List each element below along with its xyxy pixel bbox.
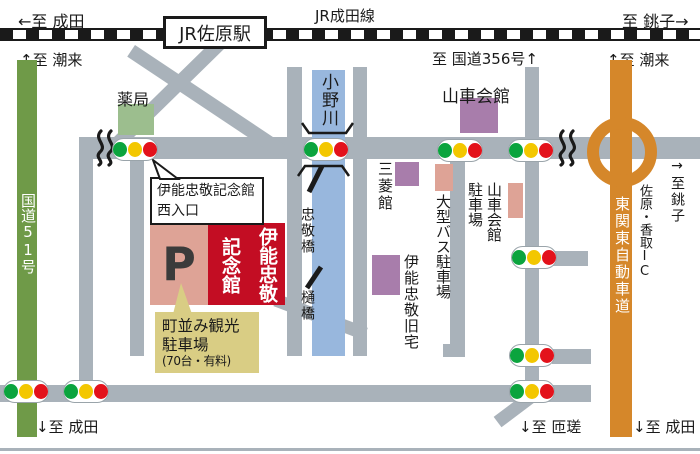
road-entrance-vertical xyxy=(130,158,144,356)
route51-label: 国道51号 xyxy=(19,193,37,274)
road-center-stub xyxy=(443,344,465,357)
town-parking-box: 町並み観光 駐車場 (70台・有料) xyxy=(155,312,259,373)
to-choshi-east-label: →至銚子 xyxy=(669,158,685,224)
red-lamp xyxy=(540,348,554,363)
dashi-parking-box xyxy=(508,183,523,218)
route51-road xyxy=(17,60,37,437)
old-residence-label: 伊能忠敬旧宅 xyxy=(402,254,420,350)
bus-parking-box xyxy=(435,164,453,191)
parking-p-mark: P xyxy=(162,237,196,291)
rail-west-label: ←至 成田 xyxy=(18,12,85,31)
green-lamp xyxy=(509,143,523,158)
old-residence-box xyxy=(372,255,400,295)
traffic-light-icon xyxy=(437,139,483,162)
green-lamp xyxy=(438,143,452,158)
traffic-light-icon xyxy=(511,246,557,269)
red-lamp xyxy=(540,384,554,399)
green-lamp xyxy=(510,384,524,399)
ino-tadataka-museum-box: 伊能忠敬 記念館 xyxy=(208,223,285,305)
green-lamp xyxy=(510,348,524,363)
pharmacy-label: 薬局 xyxy=(117,90,150,109)
traffic-light-icon xyxy=(112,138,158,161)
rail-line-label: JR成田線 xyxy=(315,7,375,25)
yellow-lamp xyxy=(128,142,142,157)
museum-name-col1: 伊能忠敬 xyxy=(256,227,278,303)
highway-label: 東関東自動車道 xyxy=(613,196,631,315)
red-lamp xyxy=(542,250,556,265)
pharmacy-box xyxy=(118,104,154,135)
traffic-light-icon xyxy=(509,380,555,403)
red-lamp xyxy=(94,384,108,399)
west-entrance-line2: 西入口 xyxy=(157,203,199,220)
route51-south-label: ↓至 成田 xyxy=(36,418,99,436)
yellow-lamp xyxy=(525,384,539,399)
town-parking-line2: 駐車場 xyxy=(162,335,209,354)
green-lamp xyxy=(113,142,127,157)
green-lamp xyxy=(304,142,318,157)
road-riverbank-east xyxy=(353,67,367,356)
interchange-ring-icon xyxy=(587,117,657,187)
traffic-light-icon xyxy=(508,139,554,162)
onogawa-river xyxy=(312,70,345,356)
green-lamp xyxy=(512,250,526,265)
dashi-hall-box xyxy=(460,98,498,133)
dashi-parking-line2: 駐車場 xyxy=(466,182,484,227)
red-lamp xyxy=(539,143,553,158)
yellow-lamp xyxy=(19,384,33,399)
dashi-hall-label: 山車会館 xyxy=(442,87,510,107)
traffic-light-icon xyxy=(3,380,49,403)
green-lamp xyxy=(64,384,78,399)
traffic-light-icon xyxy=(509,344,555,367)
yellow-lamp xyxy=(453,143,467,158)
traffic-light-icon xyxy=(63,380,109,403)
road-east-stub-lower xyxy=(552,349,591,364)
bottom-frame-line xyxy=(0,448,700,451)
route356-label: 至 国道356号↑ xyxy=(432,50,538,68)
station-name: JR佐原駅 xyxy=(179,23,251,45)
interchange-label: 佐原・香取IC xyxy=(637,184,652,279)
town-parking-line1: 町並み観光 xyxy=(162,317,240,335)
museum-name-col2: 記念館 xyxy=(219,236,241,294)
dashi-parking-label: 山車会館 駐車場 xyxy=(465,182,503,242)
mitsubishi-hall-label: 三菱館 xyxy=(376,161,394,212)
sosa-south-label: ↓至 匝瑳 xyxy=(519,418,582,436)
mitsubishi-hall-box xyxy=(395,162,419,186)
sawara-station-box: JR佐原駅 xyxy=(163,16,267,49)
rail-east-label: 至 銚子→ xyxy=(622,12,689,31)
road-riverbank-west xyxy=(287,67,302,356)
toyohashi-bridge-label: 樋橋 xyxy=(299,290,315,322)
chukei-bridge-label: 忠敬橋 xyxy=(299,207,315,255)
yellow-lamp xyxy=(525,348,539,363)
green-lamp xyxy=(4,384,18,399)
red-lamp xyxy=(334,142,348,157)
road-center-vertical xyxy=(450,158,465,356)
bus-parking-label: 大型バス駐車場 xyxy=(434,194,452,299)
yellow-lamp xyxy=(524,143,538,158)
dashi-parking-line1: 山車会館 xyxy=(485,182,503,242)
west-entrance-line1: 伊能忠敬記念館 xyxy=(157,183,255,199)
red-lamp xyxy=(143,142,157,157)
town-parking-line3: (70台・有料) xyxy=(162,354,231,369)
traffic-light-icon xyxy=(303,138,349,161)
yellow-lamp xyxy=(527,250,541,265)
red-lamp xyxy=(468,143,482,158)
river-name-label: 小野川 xyxy=(318,73,338,127)
yellow-lamp xyxy=(79,384,93,399)
road-bottom-horizontal xyxy=(0,385,591,402)
highway-south-label: ↓至 成田 xyxy=(633,418,696,436)
museum-parking-box: P xyxy=(150,223,208,305)
jr-narita-line-track xyxy=(0,28,700,41)
red-lamp xyxy=(34,384,48,399)
west-entrance-callout: 伊能忠敬記念館 西入口 xyxy=(150,177,264,225)
road-west-vertical xyxy=(79,137,93,402)
yellow-lamp xyxy=(319,142,333,157)
